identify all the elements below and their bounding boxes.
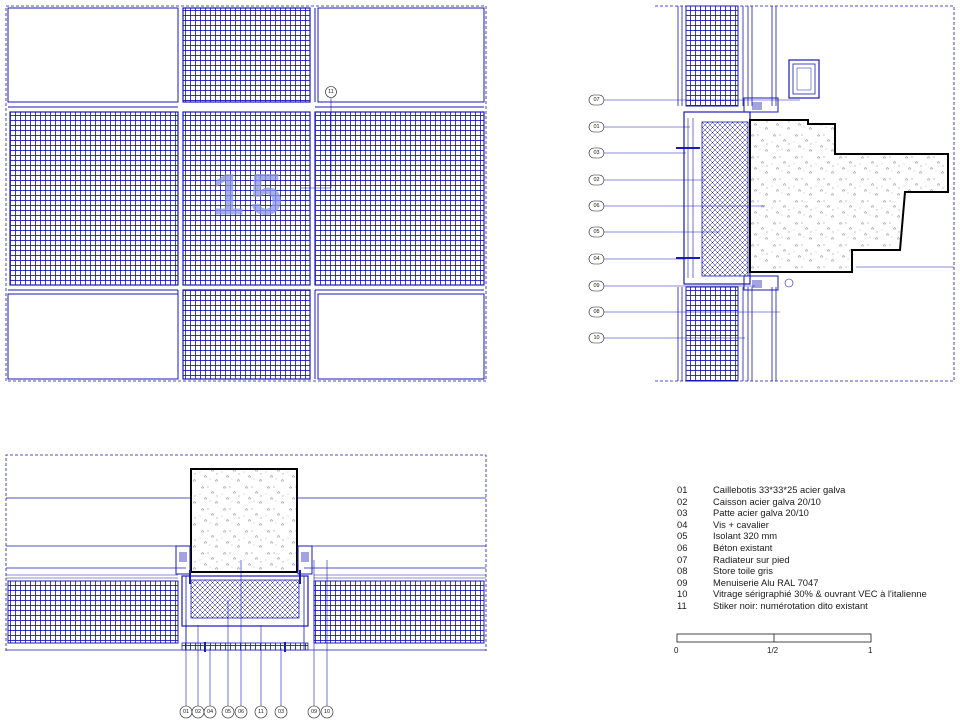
hs-callouts: 01 02 04 05 06 11 03 09 10 <box>179 705 334 719</box>
scale-label-end: 1 <box>868 646 873 655</box>
callout-label: 05 <box>225 709 231 715</box>
hs-insulation <box>190 579 300 619</box>
legend-text: Radiateur sur pied <box>713 553 790 565</box>
legend-text: Caisson acier galva 20/10 <box>713 495 821 507</box>
legend-code: 10 <box>677 588 688 600</box>
vs-callouts: 07 01 03 02 06 05 04 09 08 10 <box>588 94 605 344</box>
legend-text: Vis + cavalier <box>713 518 769 530</box>
scale-label-start: 0 <box>674 646 679 655</box>
callout-label: 09 <box>593 283 599 289</box>
callout-bubble <box>325 86 337 98</box>
legend-code: 07 <box>677 553 688 565</box>
legend-text: Vitrage sérigraphié 30% & ouvrant VEC à … <box>713 588 927 600</box>
plan-tile-bottom-left <box>7 293 179 380</box>
scale-label-mid: 1/2 <box>767 646 779 655</box>
plan-grating-left <box>9 111 179 286</box>
hs-grating-right <box>313 580 485 644</box>
callout-label: 09 <box>311 709 317 715</box>
legend-text: Store toile gris <box>713 565 773 577</box>
legend-code: 02 <box>677 495 688 507</box>
legend-text: Béton existant <box>713 542 773 553</box>
legend-text: Stiker noir: numérotation dito existant <box>713 600 868 611</box>
legend-code: 03 <box>677 507 688 519</box>
callout-label: 03 <box>593 150 599 156</box>
legend-code: 11 <box>677 600 687 611</box>
legend-text: Patte acier galva 20/10 <box>713 507 809 519</box>
hs-grating-left <box>7 580 179 644</box>
legend-text: Caillebotis 33*33*25 acier galva <box>713 484 846 495</box>
legend-text: Isolant 320 mm <box>713 530 778 542</box>
callout-label: 04 <box>593 256 599 262</box>
callout-label: 02 <box>593 177 599 183</box>
callout-label: 11 <box>258 709 264 715</box>
horizontal-section: 01 02 04 05 06 11 03 09 10 <box>5 454 487 719</box>
callout-label: 05 <box>593 229 599 235</box>
plan-grating-top <box>182 7 311 103</box>
hs-caisson <box>181 575 309 627</box>
plan-tile-top-left <box>7 7 179 103</box>
vertical-section: 07 01 03 02 06 05 04 09 08 10 <box>588 5 955 382</box>
legend-code: 06 <box>677 542 688 553</box>
callout-label: 06 <box>238 709 244 715</box>
plan-tile-bottom-right <box>317 293 485 380</box>
vs-concrete-slab <box>749 119 949 273</box>
legend-code: 01 <box>677 484 688 495</box>
callout-label: 01 <box>593 124 599 130</box>
vs-grating-bottom <box>685 286 739 382</box>
callout-label: 02 <box>195 709 201 715</box>
callout-label: 04 <box>207 709 213 715</box>
legend-text: Menuiserie Alu RAL 7047 <box>713 576 819 588</box>
legend-code: 08 <box>677 565 688 577</box>
legend-code: 09 <box>677 576 688 588</box>
plan-grating-bottom <box>182 289 311 380</box>
callout-label: 06 <box>593 203 599 209</box>
plan-frame <box>5 5 487 382</box>
callout-label: 03 <box>278 709 284 715</box>
plan-tile-top-right <box>317 7 485 103</box>
callout-label: 11 <box>328 89 334 95</box>
callout-label: 08 <box>593 309 599 315</box>
callout-label: 01 <box>183 709 189 715</box>
plan-grating-right <box>314 111 485 286</box>
legend-code: 04 <box>677 518 688 530</box>
number-sticker: 15 <box>212 163 289 228</box>
plan-view: 15 11 <box>5 5 487 382</box>
hs-concrete-column <box>190 468 298 573</box>
callout-label: 10 <box>593 335 599 341</box>
scale-bar <box>676 633 872 643</box>
vs-grating-top <box>685 5 739 107</box>
callout-label: 07 <box>593 97 599 103</box>
plan-grating-center <box>182 111 311 286</box>
vs-radiator <box>788 59 820 99</box>
callout-label: 10 <box>324 709 330 715</box>
legend-code: 05 <box>677 530 688 542</box>
vs-insulation <box>701 121 749 277</box>
